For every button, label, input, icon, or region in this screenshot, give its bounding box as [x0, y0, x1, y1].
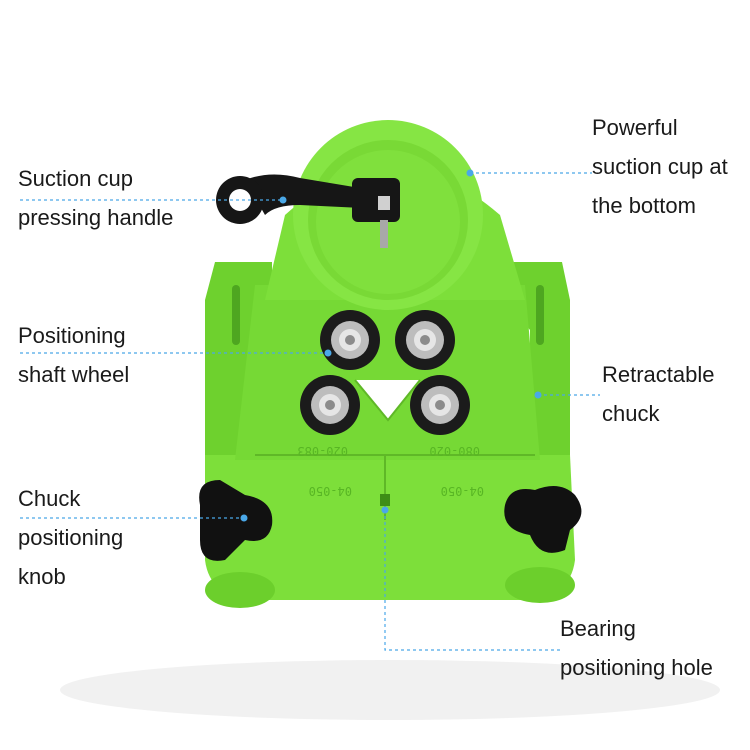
- leader-line-bearing-hole: [384, 510, 560, 651]
- label-shaft-wheel: Positioning shaft wheel: [18, 316, 129, 394]
- bearing-wheel: [300, 375, 360, 435]
- chuck-positioning-knob-left: [199, 480, 273, 561]
- label-line: pressing handle: [18, 205, 174, 230]
- label-line: shaft wheel: [18, 362, 130, 387]
- label-line: chuck: [602, 401, 660, 426]
- label-suction-cup: Powerful suction cup at the bottom: [592, 108, 728, 225]
- label-line: knob: [18, 564, 66, 589]
- label-line: Powerful: [592, 115, 678, 140]
- label-line: the bottom: [592, 193, 696, 218]
- mold-marking: 04-050: [309, 484, 352, 498]
- drop-shadow: [60, 660, 720, 720]
- label-chuck-knob: Chuck positioning knob: [18, 479, 123, 596]
- bearing-wheel: [395, 310, 455, 370]
- mold-marking: 04-050: [441, 484, 484, 498]
- label-line: Suction cup: [18, 166, 133, 191]
- label-line: Positioning: [18, 323, 126, 348]
- bearing-positioning-hole: [380, 494, 390, 506]
- label-line: Bearing: [560, 616, 636, 641]
- mold-marking: 080-020: [429, 444, 480, 458]
- label-line: suction cup at: [592, 154, 728, 179]
- label-line: positioning: [18, 525, 124, 550]
- leader-dot: [381, 506, 389, 514]
- leader-dot: [240, 514, 248, 522]
- leader-lines: [20, 172, 600, 651]
- leader-dot: [466, 169, 474, 177]
- suction-pressing-handle: [216, 174, 400, 248]
- label-line: Chuck: [18, 486, 81, 511]
- label-line: Retractable: [602, 362, 715, 387]
- leader-dot: [279, 196, 287, 204]
- chuck-positioning-knob-right: [504, 486, 582, 553]
- label-retractable-chuck: Retractable chuck: [602, 355, 715, 433]
- label-bearing-hole: Bearing positioning hole: [560, 609, 713, 687]
- leader-dot: [324, 349, 332, 357]
- label-suction-handle: Suction cup pressing handle: [18, 159, 173, 237]
- label-line: positioning hole: [560, 655, 713, 680]
- mold-marking: 020-083: [297, 444, 348, 458]
- bearing-wheel: [410, 375, 470, 435]
- bearing-wheel: [320, 310, 380, 370]
- leader-dot: [534, 391, 542, 399]
